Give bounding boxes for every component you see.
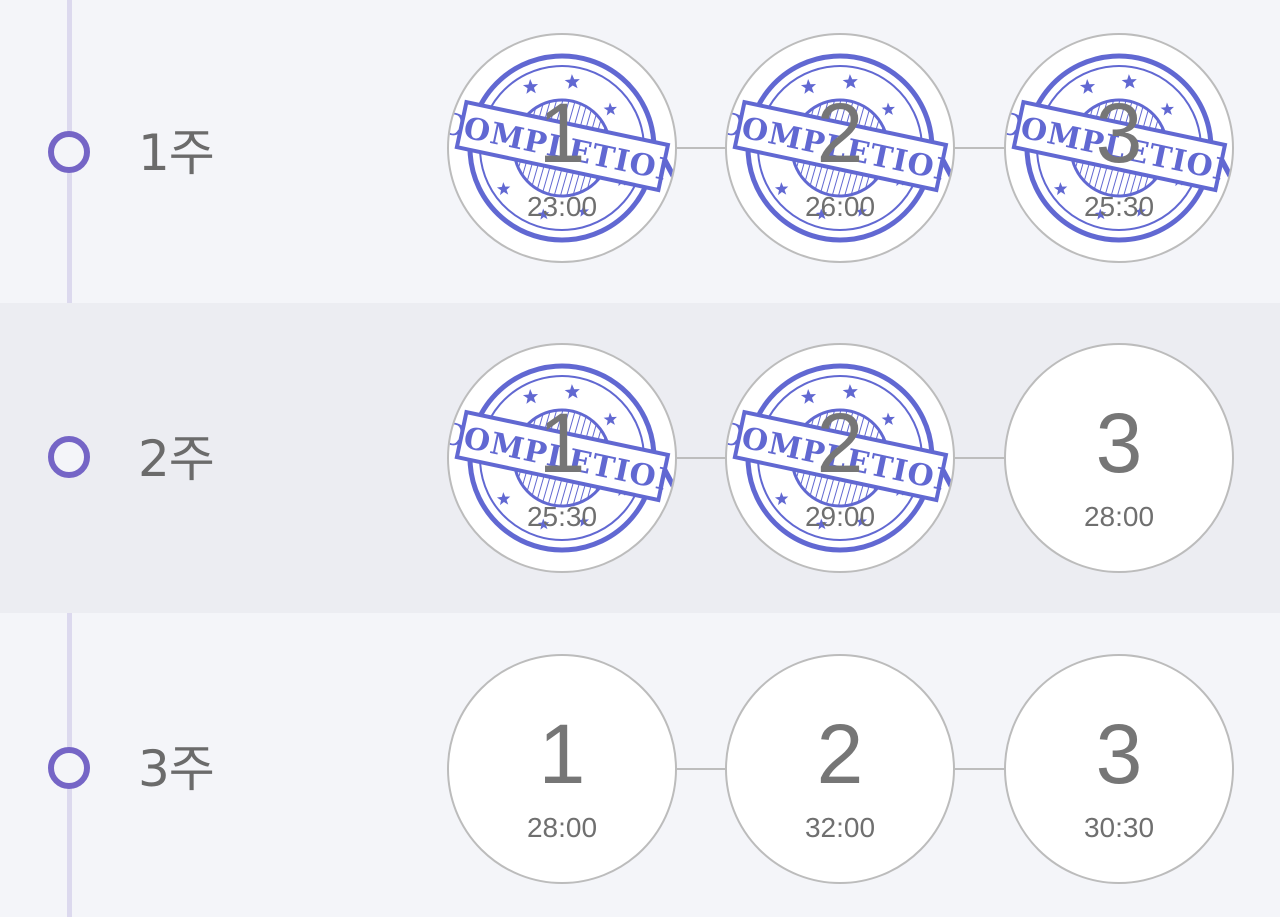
session-circle-3[interactable]: 3 30:30 bbox=[1004, 654, 1234, 884]
session-connector bbox=[955, 147, 1007, 149]
week-row-1: 1주 COMPLETION 1 23:00 COMPLETION 2 26:00… bbox=[0, 0, 1280, 303]
session-connector bbox=[955, 457, 1007, 459]
session-connector bbox=[955, 768, 1007, 770]
session-number: 1 bbox=[538, 707, 586, 801]
timeline-node-icon bbox=[48, 436, 90, 478]
week-row-2: 2주 COMPLETION 1 25:30 COMPLETION 2 29:00… bbox=[0, 303, 1280, 613]
week-label: 3주 bbox=[138, 740, 215, 798]
session-time: 25:30 bbox=[1083, 191, 1155, 222]
session-connector bbox=[676, 768, 728, 770]
week-label: 1주 bbox=[138, 124, 215, 182]
session-circle-1[interactable]: COMPLETION 1 25:30 bbox=[447, 343, 677, 573]
session-number: 1 bbox=[538, 396, 586, 490]
session-time: 28:00 bbox=[526, 812, 598, 843]
session-time: 29:00 bbox=[804, 501, 876, 532]
session-number: 1 bbox=[538, 86, 586, 180]
session-circle-2[interactable]: COMPLETION 2 29:00 bbox=[725, 343, 955, 573]
session-number: 3 bbox=[1095, 86, 1143, 180]
session-number: 2 bbox=[816, 396, 864, 490]
session-number: 2 bbox=[816, 86, 864, 180]
session-time: 30:30 bbox=[1083, 812, 1155, 843]
session-circle-1[interactable]: 1 28:00 bbox=[447, 654, 677, 884]
session-number: 3 bbox=[1095, 707, 1143, 801]
session-time: 26:00 bbox=[804, 191, 876, 222]
session-number: 3 bbox=[1095, 396, 1143, 490]
session-time: 28:00 bbox=[1083, 501, 1155, 532]
session-time: 32:00 bbox=[804, 812, 876, 843]
session-circle-2[interactable]: COMPLETION 2 26:00 bbox=[725, 33, 955, 263]
week-label: 2주 bbox=[138, 430, 215, 488]
session-time: 23:00 bbox=[526, 191, 598, 222]
week-row-3: 3주 1 28:00 2 32:00 3 30:30 bbox=[0, 613, 1280, 917]
session-circle-3[interactable]: 3 28:00 bbox=[1004, 343, 1234, 573]
timeline-node-icon bbox=[48, 747, 90, 789]
session-circle-3[interactable]: COMPLETION 3 25:30 bbox=[1004, 33, 1234, 263]
session-circle-2[interactable]: 2 32:00 bbox=[725, 654, 955, 884]
session-time: 25:30 bbox=[526, 501, 598, 532]
timeline-node-icon bbox=[48, 131, 90, 173]
session-connector bbox=[676, 457, 728, 459]
session-connector bbox=[676, 147, 728, 149]
session-number: 2 bbox=[816, 707, 864, 801]
session-circle-1[interactable]: COMPLETION 1 23:00 bbox=[447, 33, 677, 263]
